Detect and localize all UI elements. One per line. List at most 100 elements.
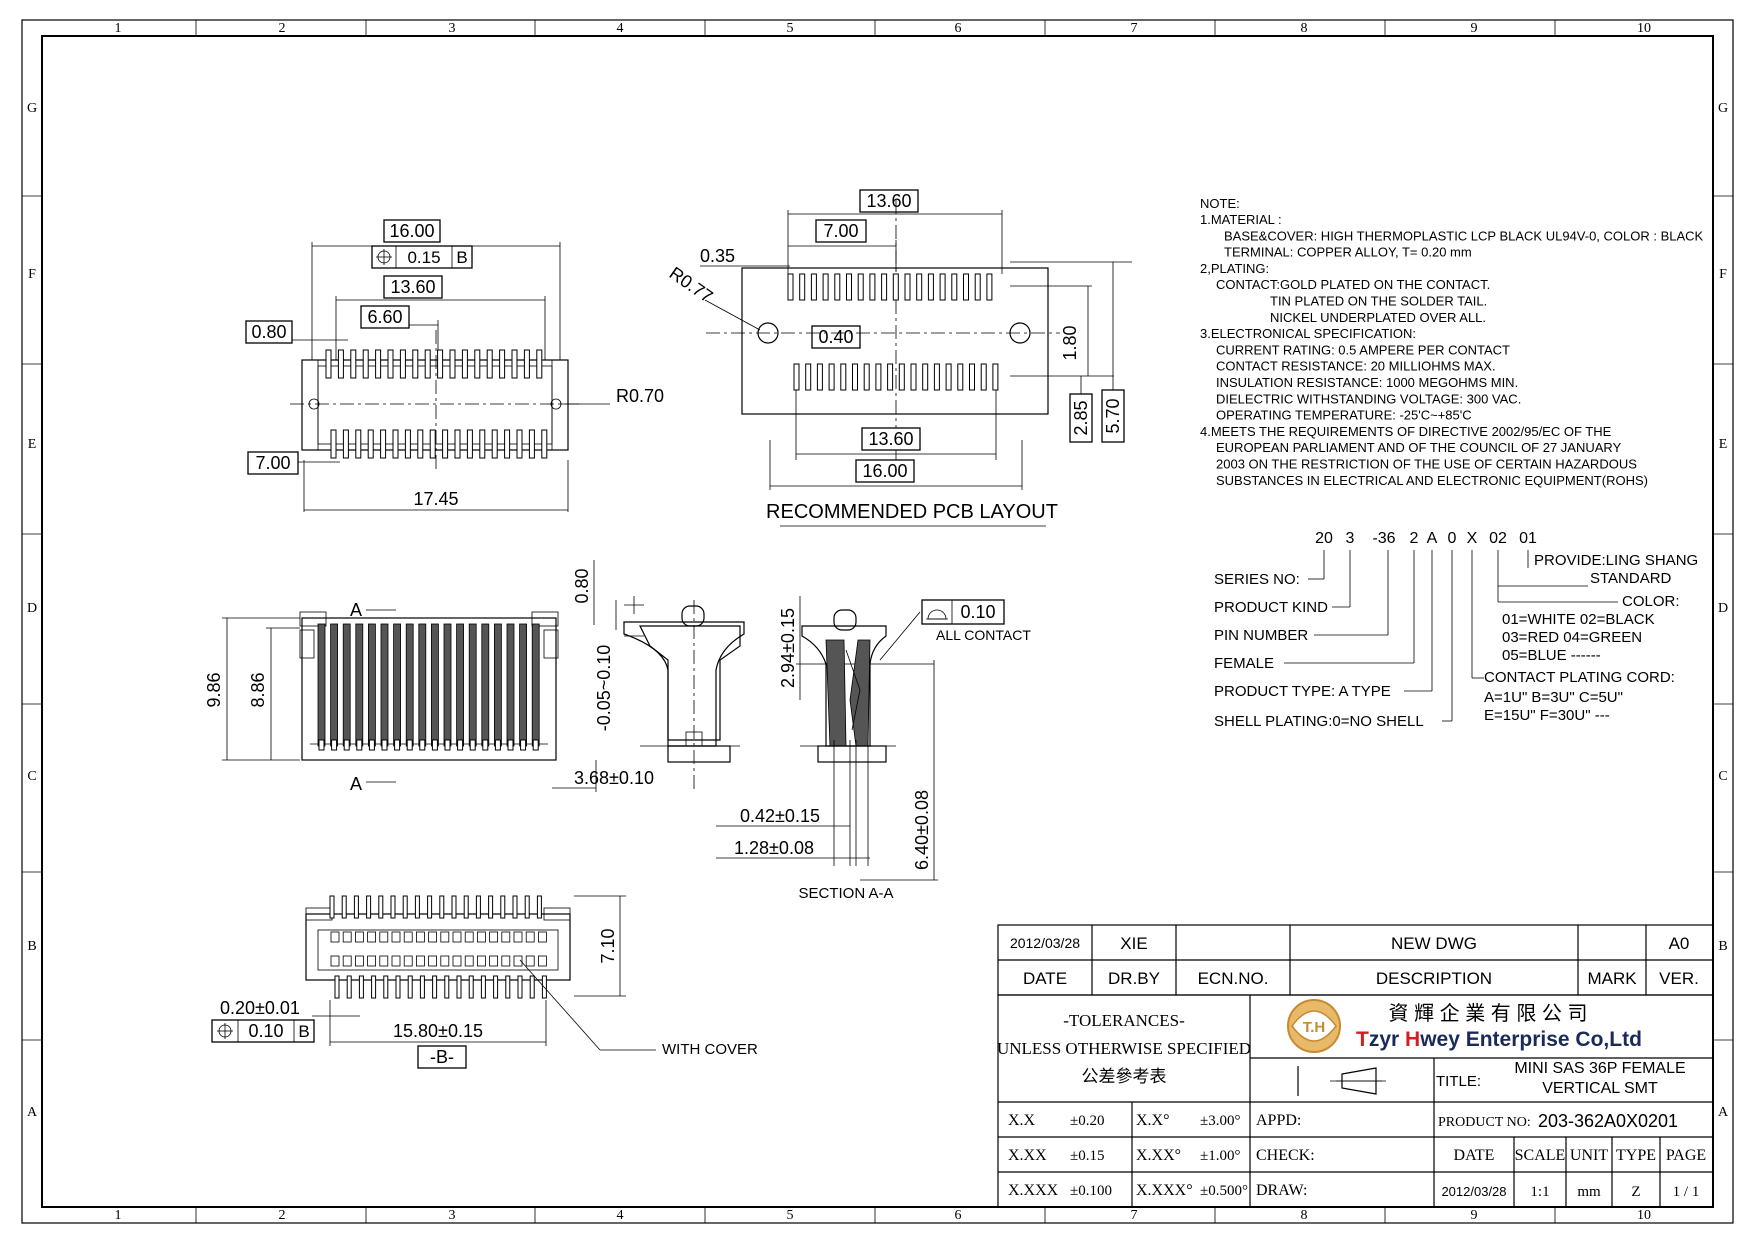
bottom-contact-lower [354, 955, 364, 967]
pcb-pad-upper [951, 273, 958, 301]
tol-value-2: ±0.15 [1070, 1148, 1104, 1164]
top-pin-upper [350, 349, 357, 379]
note-line-9: CURRENT RATING: 0.5 AMPERE PER CONTACT [1216, 342, 1510, 357]
border-col-top-6: 6 [955, 21, 962, 36]
footer-value-scale: 1:1 [1530, 1184, 1549, 1200]
product-no-label: PRODUCT NO: [1438, 1115, 1531, 1130]
bottom-contact-lower [330, 955, 340, 967]
bottom-pin-upper [341, 895, 347, 919]
border-row-right-C: C [1718, 769, 1727, 784]
hdr-drby: DR.BY [1108, 969, 1160, 988]
note-line-15: EUROPEAN PARLIAMENT AND OF THE COUNCIL O… [1216, 440, 1622, 455]
code-segment-1: 20 [1315, 530, 1333, 547]
bottom-pin-lower [456, 975, 462, 999]
pcb-pad-upper [869, 273, 876, 301]
pcb-pad-upper [916, 273, 923, 301]
front-pin [493, 623, 502, 747]
top-pin-upper [399, 349, 406, 379]
front-pin [456, 623, 465, 747]
top-dim-1745: 17.45 [413, 489, 458, 509]
bottom-contact-lower [379, 955, 389, 967]
title-line-2: VERTICAL SMT [1542, 1080, 1658, 1097]
pcb-pad-lower [805, 363, 812, 391]
projection-symbol [1297, 1066, 1386, 1096]
title-block: 2012/03/28 XIE NEW DWG A0 DATE DR.BY ECN… [997, 924, 1714, 1208]
pcb-dim-180: 1.80 [1060, 325, 1080, 360]
bottom-pin-lower [407, 975, 413, 999]
bottom-with-cover: WITH COVER [662, 1041, 758, 1058]
bottom-pin-upper [463, 895, 469, 919]
pcb-pad-upper [892, 273, 899, 301]
top-dim-1360: 13.60 [390, 277, 435, 297]
company-logo: T.H [1287, 999, 1341, 1053]
section-tol-010: 0.10 [960, 602, 995, 622]
note-line-3: TERMINAL: COPPER ALLOY, T= 0.20 mm [1224, 245, 1472, 260]
tol-value-3: ±0.100 [1070, 1183, 1112, 1199]
top-pin-lower [466, 429, 473, 459]
bottom-pin-upper [378, 895, 384, 919]
bottom-contact-upper [367, 931, 377, 943]
note-line-14: 4.MEETS THE REQUIREMENTS OF DIRECTIVE 20… [1200, 424, 1612, 439]
front-dim-886: 8.86 [248, 672, 268, 707]
border-row-left-G: G [27, 101, 37, 116]
front-pin-foot [457, 739, 464, 751]
pcb-pad-upper [799, 273, 806, 301]
bottom-pin-lower [505, 975, 511, 999]
bottom-contact-lower [403, 955, 413, 967]
front-pin [443, 623, 452, 747]
pcb-pad-lower [793, 363, 800, 391]
company-en-rest: wey Enterprise Co,Ltd [1419, 1028, 1642, 1051]
note-line-8: 3.ELECTRONICAL SPECIFICATION: [1200, 326, 1416, 341]
bottom-contact-upper [379, 931, 389, 943]
bottom-contact-lower [489, 955, 499, 967]
code-segment-6: 0 [1448, 530, 1457, 547]
top-pin-upper [375, 349, 382, 379]
bottom-contact-lower [538, 955, 547, 967]
code-left-label-1: SERIES NO: [1214, 571, 1300, 588]
bottom-contact-upper [403, 931, 413, 943]
top-datum-b: B [456, 248, 467, 267]
front-pin-foot [469, 739, 476, 751]
front-dim-368: 3.68±0.10 [574, 768, 654, 788]
pcb-pad-upper [904, 273, 911, 301]
top-dim-080: 0.80 [251, 322, 286, 342]
note-line-17: SUBSTANCES IN ELECTRICAL AND ELECTRONIC … [1216, 473, 1648, 488]
pcb-layout-title: RECOMMENDED PCB LAYOUT [766, 501, 1058, 523]
code-right-label-5: 03=RED 04=GREEN [1502, 629, 1642, 646]
border-col-bottom-5: 5 [787, 1208, 794, 1223]
bottom-pin-lower [334, 975, 340, 999]
front-pin [519, 623, 527, 747]
bottom-pin-upper [390, 895, 396, 919]
bottom-pin-lower [529, 975, 535, 999]
code-segment-9: 01 [1519, 530, 1537, 547]
bottom-pin-upper [475, 895, 481, 919]
section-dim-128: 1.28±0.08 [734, 838, 814, 858]
border-col-top-9: 9 [1471, 21, 1478, 36]
note-line-2: BASE&COVER: HIGH THERMOPLASTIC LCP BLACK… [1224, 228, 1704, 243]
front-pin-foot [532, 739, 539, 751]
tol-format-2: X.XX [1008, 1147, 1047, 1164]
logo-text: T.H [1303, 1019, 1326, 1036]
top-pin-lower [541, 429, 548, 459]
top-tol-015: 0.15 [407, 248, 440, 267]
front-pin [506, 623, 515, 747]
top-pin-lower [454, 429, 461, 459]
border-col-top-2: 2 [279, 21, 286, 36]
pcb-pad-upper [846, 273, 852, 301]
rev-description: NEW DWG [1391, 934, 1477, 953]
code-right-label-6: 05=BLUE ------ [1502, 647, 1601, 664]
section-a-a-view: 0.10 ALL CONTACT 2.94±0.15 0.42±0.15 1.2… [716, 596, 1031, 902]
bottom-pin-upper [512, 895, 518, 919]
title-label: TITLE: [1436, 1073, 1481, 1090]
front-view: A A 9.86 8.86 0.80 -0.05~0.10 3.68±0.10 [204, 560, 654, 794]
front-pin [531, 623, 540, 747]
border-row-left-F: F [28, 267, 36, 282]
top-pin-upper [424, 349, 431, 379]
top-pin-lower [404, 429, 411, 459]
front-pin [367, 623, 376, 747]
bottom-pin-upper [427, 895, 433, 919]
front-pin [481, 623, 490, 747]
pcb-pad-lower [898, 363, 905, 391]
bottom-contact-upper [415, 931, 425, 943]
